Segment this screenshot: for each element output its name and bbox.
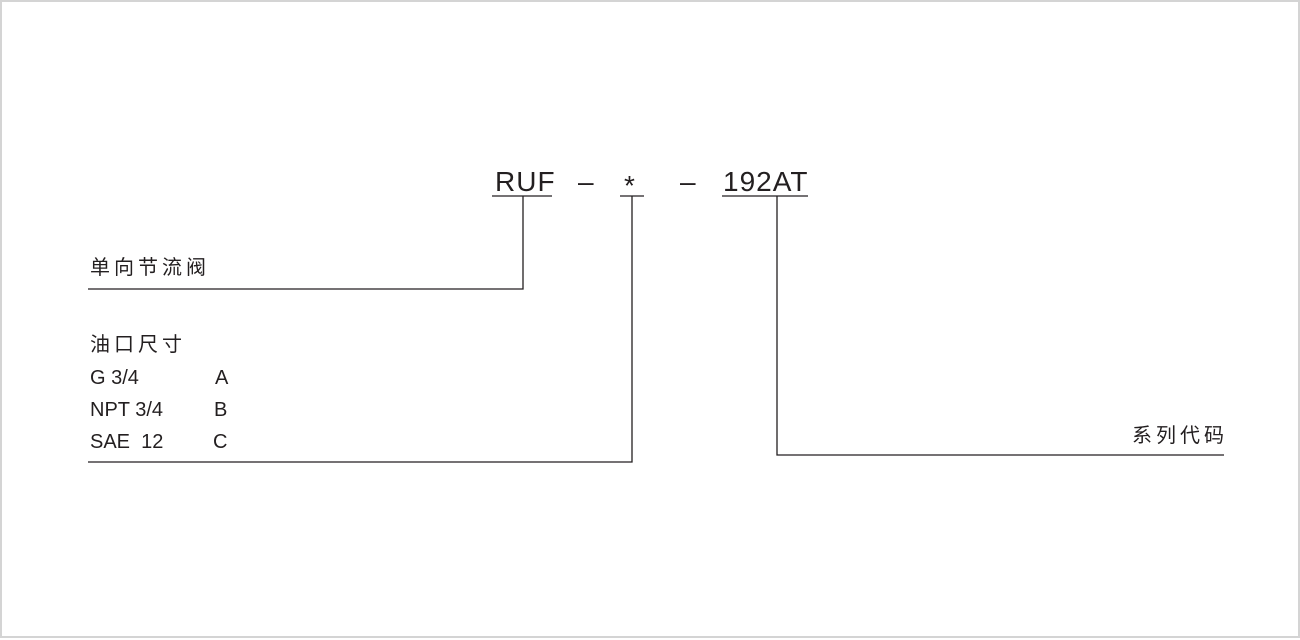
- port-option-code: B: [214, 399, 228, 421]
- leader-variable: [88, 196, 633, 463]
- leader-series: [776, 196, 1224, 456]
- port-option-name: G 3/4: [90, 367, 139, 389]
- code-separator-1: –: [578, 166, 595, 197]
- leader-prefix: [88, 196, 524, 290]
- port-option-name: SAE 12: [90, 431, 164, 453]
- code-series: 192AT: [723, 166, 809, 197]
- port-size-heading: 油口尺寸: [90, 334, 186, 356]
- port-option-code: C: [213, 431, 228, 453]
- code-prefix: RUF: [495, 166, 556, 197]
- series-code-label: 系列代码: [1132, 425, 1228, 447]
- code-separator-2: –: [680, 166, 697, 197]
- port-option-code: A: [215, 367, 229, 389]
- valve-type-label: 单向节流阀: [90, 257, 210, 279]
- port-option-name: NPT 3/4: [90, 399, 163, 421]
- code-variable: *: [624, 170, 636, 201]
